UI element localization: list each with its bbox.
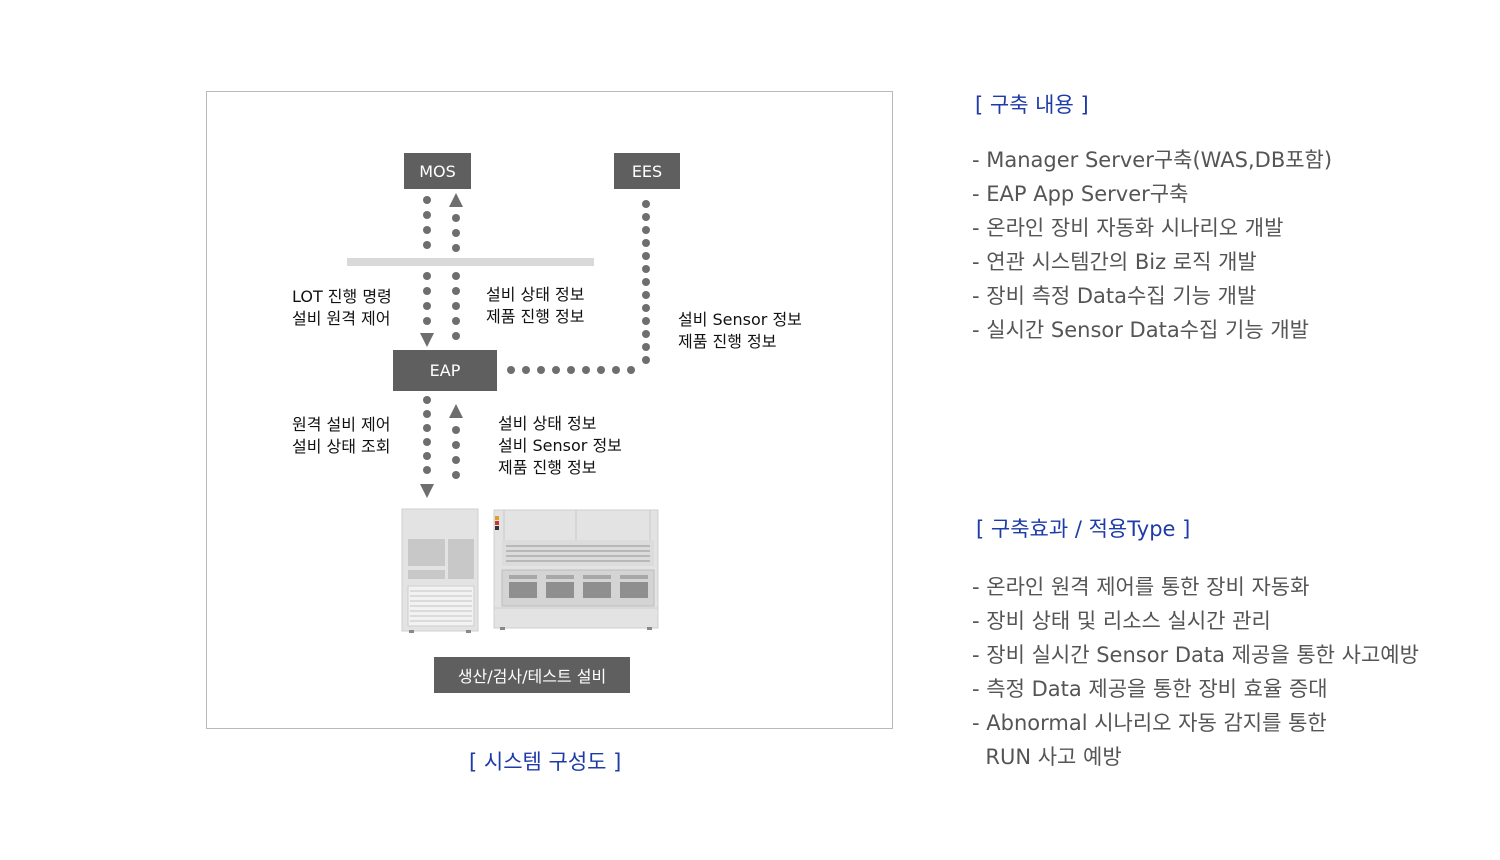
equipment-machine-illustration <box>493 509 659 630</box>
mos-label: MOS <box>419 161 456 181</box>
arrow-up-icon <box>449 404 463 418</box>
arrow-down-icon <box>420 484 434 498</box>
network-bus-bar <box>347 258 594 266</box>
ees-label: EES <box>631 161 663 181</box>
mos-down-label-line: LOT 진행 명령 <box>292 287 392 306</box>
equipment-up-label: 설비 상태 정보 설비 Sensor 정보 제품 진행 정보 <box>498 413 622 479</box>
list-item: - 장비 실시간 Sensor Data 제공을 통한 사고예방 <box>972 643 1419 667</box>
equipment-up-label-line: 제품 진행 정보 <box>498 458 597 477</box>
eap-label: EAP <box>429 361 461 380</box>
arrow-down-icon <box>420 333 434 347</box>
list-item: - 측정 Data 제공을 통한 장비 효율 증대 <box>972 677 1328 701</box>
equipment-down-label-line: 설비 상태 조회 <box>292 437 391 456</box>
build-content-list: - Manager Server구축(WAS,DB포함) - EAP App S… <box>972 143 1332 347</box>
equipment-cabinet-illustration <box>401 508 479 633</box>
equipment-to-eap-dots <box>452 426 460 479</box>
mos-down-label: LOT 진행 명령 설비 원격 제어 <box>292 286 392 330</box>
arrow-up-icon <box>449 193 463 207</box>
ees-label-line: 제품 진행 정보 <box>678 332 777 351</box>
list-item: - 장비 상태 및 리소스 실시간 관리 <box>972 609 1271 633</box>
list-item: RUN 사고 예방 <box>972 745 1122 769</box>
mos-down-label-line: 설비 원격 제어 <box>292 309 391 328</box>
diagram-caption: [ 시스템 구성도 ] <box>469 750 622 774</box>
ees-vertical-dots <box>642 200 650 364</box>
eap-node: EAP <box>393 350 497 391</box>
effects-title: [ 구축효과 / 적용Type ] <box>976 517 1191 541</box>
ees-label-block: 설비 Sensor 정보 제품 진행 정보 <box>678 309 802 353</box>
list-item: - 온라인 원격 제어를 통한 장비 자동화 <box>972 575 1310 599</box>
effects-list: - 온라인 원격 제어를 통한 장비 자동화 - 장비 상태 및 리소스 실시간… <box>972 570 1419 774</box>
ees-label-line: 설비 Sensor 정보 <box>678 310 802 329</box>
eap-to-equipment-dots <box>423 396 431 474</box>
mos-up-label-line: 제품 진행 정보 <box>486 307 585 326</box>
eap-to-ees-dots <box>507 366 635 374</box>
equipment-node: 생산/검사/테스트 설비 <box>434 657 630 693</box>
diagram-frame <box>206 91 893 729</box>
equipment-up-label-line: 설비 Sensor 정보 <box>498 436 622 455</box>
build-content-title: [ 구축 내용 ] <box>975 93 1089 117</box>
list-item: - 연관 시스템간의 Biz 로직 개발 <box>972 250 1257 274</box>
list-item: - 실시간 Sensor Data수집 기능 개발 <box>972 318 1309 342</box>
ees-node: EES <box>614 153 680 189</box>
list-item: - Abnormal 시나리오 자동 감지를 통한 <box>972 711 1327 735</box>
mos-up-label-line: 설비 상태 정보 <box>486 285 585 304</box>
list-item: - Manager Server구축(WAS,DB포함) <box>972 148 1333 172</box>
equipment-down-label-line: 원격 설비 제어 <box>292 415 391 434</box>
list-item: - EAP App Server구축 <box>972 182 1189 206</box>
list-item: - 장비 측정 Data수집 기능 개발 <box>972 284 1257 308</box>
eap-to-mos-dots <box>452 214 460 340</box>
equipment-down-label: 원격 설비 제어 설비 상태 조회 <box>292 414 391 458</box>
mos-node: MOS <box>404 153 471 189</box>
equipment-up-label-line: 설비 상태 정보 <box>498 414 597 433</box>
mos-up-label: 설비 상태 정보 제품 진행 정보 <box>486 284 585 328</box>
equipment-label: 생산/검사/테스트 설비 <box>457 667 607 686</box>
mos-to-eap-dots <box>423 196 431 325</box>
list-item: - 온라인 장비 자동화 시나리오 개발 <box>972 216 1284 240</box>
